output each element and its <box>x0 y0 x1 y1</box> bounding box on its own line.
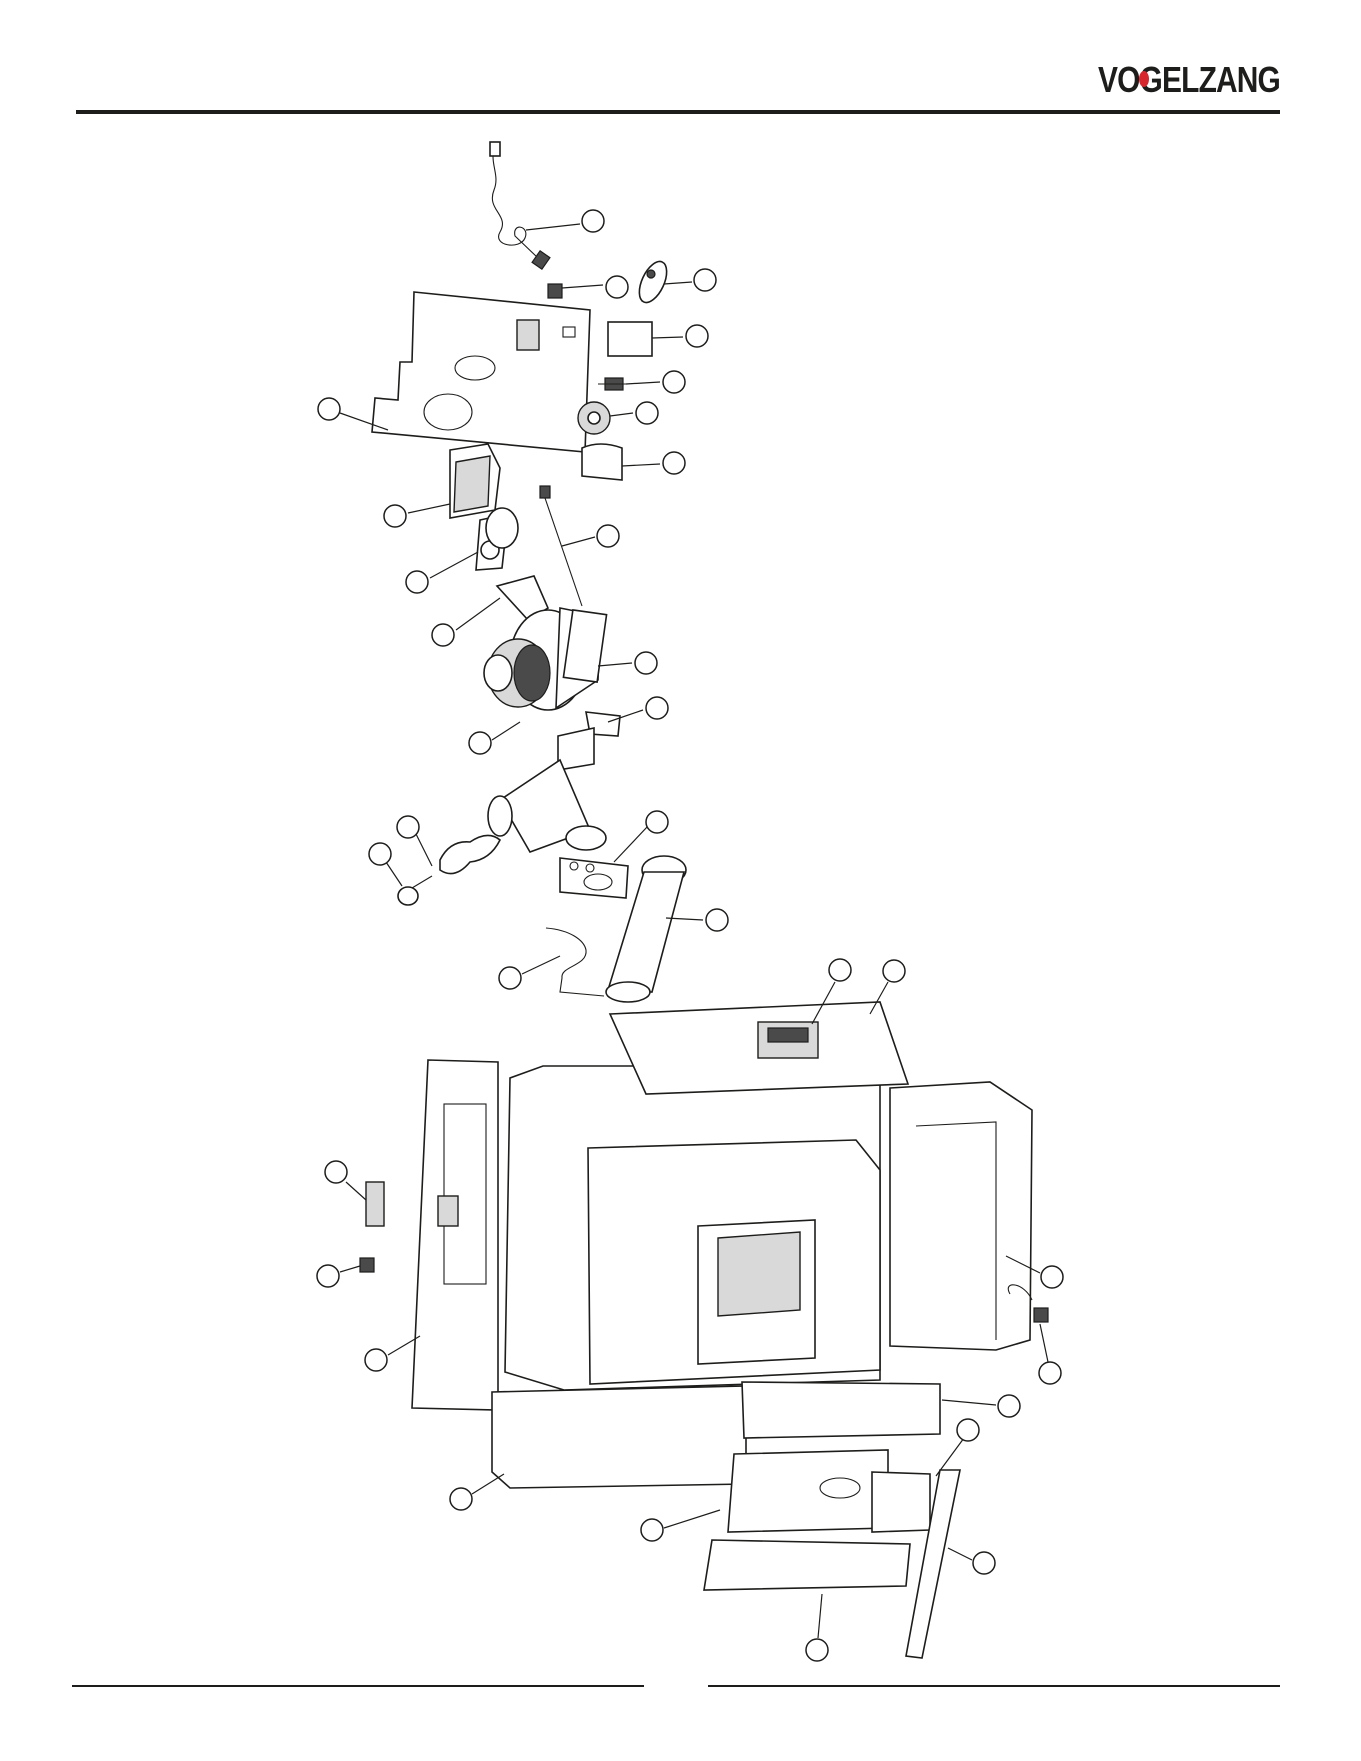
footer-rule-right <box>708 1685 1280 1687</box>
temperature-sensor <box>598 378 628 390</box>
callout-bubble <box>499 967 521 989</box>
callout-bubble <box>1041 1266 1063 1288</box>
callout-bubble <box>663 371 685 393</box>
callout-bubble <box>998 1395 1020 1417</box>
callout-bubble <box>635 652 657 674</box>
callout-bubble <box>384 505 406 527</box>
callout-bubble <box>317 1265 339 1287</box>
callout-bubble <box>606 276 628 298</box>
callout-bubble <box>432 624 454 646</box>
door-latch <box>366 1182 384 1226</box>
callout-bubble <box>318 398 340 420</box>
firepot-plate <box>560 858 628 898</box>
callout-bubble <box>694 269 716 291</box>
callout-bubble <box>636 402 658 424</box>
callout-bubble <box>325 1161 347 1183</box>
callout-bubble <box>365 1349 387 1371</box>
heat-shield <box>582 444 622 480</box>
callout-bubble <box>641 1519 663 1541</box>
callout-bubble <box>369 843 391 865</box>
callout-bubble <box>406 571 428 593</box>
auger-screw <box>412 835 500 888</box>
callout-bubble <box>883 960 905 982</box>
callout-bubble <box>1039 1362 1061 1384</box>
thermocouple-rod <box>540 486 582 606</box>
right-side-panel <box>890 1082 1032 1350</box>
callout-bubble <box>957 1419 979 1441</box>
callout-bubble <box>806 1639 828 1661</box>
callout-bubble <box>597 525 619 547</box>
auger-motor <box>476 508 518 570</box>
callout-bubble <box>397 816 419 838</box>
vent-grille <box>450 444 500 518</box>
control-panel-top <box>610 1002 908 1094</box>
stove-body <box>505 1066 880 1390</box>
auger-tube <box>488 728 606 852</box>
ash-bracket <box>872 1472 930 1532</box>
bottom-front-panel <box>492 1386 746 1488</box>
bottom-trim-panel <box>704 1540 910 1590</box>
callout-bubble <box>706 909 728 931</box>
footer-rule-left <box>72 1685 644 1687</box>
wire-harness <box>546 928 604 996</box>
ash-drawer-front <box>742 1382 940 1438</box>
power-cord <box>490 142 550 269</box>
top-panel <box>372 292 590 452</box>
door-hinge <box>360 1258 374 1272</box>
callout-bubble <box>686 325 708 347</box>
combustion-blower <box>484 576 607 710</box>
callout-bubble <box>646 697 668 719</box>
callout-bubble <box>663 452 685 474</box>
callout-bubble <box>450 1488 472 1510</box>
callout-bubble <box>973 1552 995 1574</box>
door-glass-panel <box>412 1060 498 1410</box>
gear-plate <box>578 402 610 434</box>
ash-pan <box>728 1450 888 1532</box>
callout-bubble <box>829 959 851 981</box>
rocker-switch <box>548 284 562 298</box>
auger-bushing <box>398 887 418 905</box>
callout-bubble <box>646 811 668 833</box>
callout-bubble <box>469 732 491 754</box>
control-module-box <box>608 322 652 356</box>
callout-bubble <box>582 210 604 232</box>
igniter-cover <box>634 257 673 306</box>
